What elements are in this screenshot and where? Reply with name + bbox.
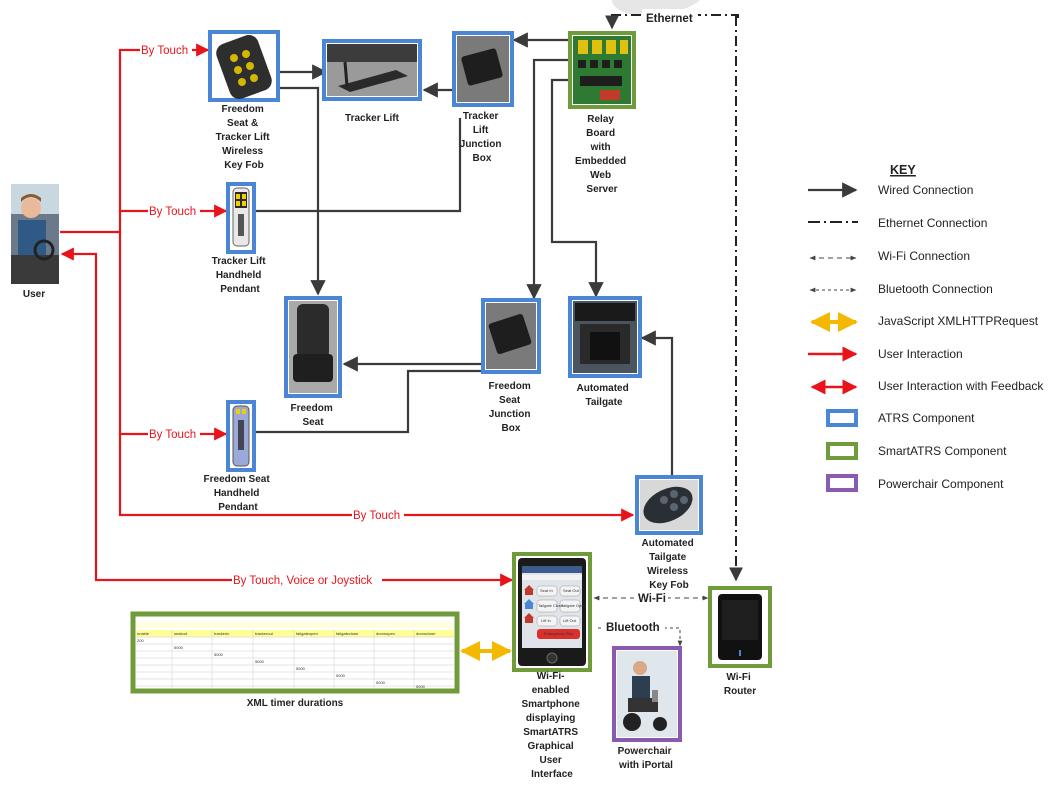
legend-user-interaction-label: User Interaction bbox=[878, 347, 963, 361]
legend-wifi-label: Wi-Fi Connection bbox=[878, 249, 970, 263]
tailgate-label: Automated Tailgate bbox=[576, 383, 631, 408]
legend-user-feedback-label: User Interaction with Feedback bbox=[878, 379, 1044, 393]
powerchair-label: Powerchair with iPortal bbox=[618, 746, 675, 771]
bluetooth-label: Bluetooth bbox=[606, 622, 660, 634]
xml-table-gridlines bbox=[136, 630, 454, 688]
xml-timer-component: enable seatout trackerin trackerout tail… bbox=[130, 611, 460, 694]
xml-col-tailgateclose: tailgateclose bbox=[336, 631, 359, 636]
decorative-blob bbox=[612, 0, 700, 16]
legend-powerchair-swatch bbox=[826, 474, 858, 492]
phone-btn-tailgate-open: Tailgate Open bbox=[561, 603, 586, 608]
tailgate-keyfob-label: Automated Tailgate Wireless Key Fob bbox=[641, 538, 696, 591]
xml-col-doorsopen: doorsopen bbox=[376, 631, 395, 636]
touch-label-2-bg bbox=[148, 204, 200, 218]
smartphone-component: Seat In Seat Out Tailgate Close Tailgate… bbox=[512, 552, 592, 672]
xml-table-header-row bbox=[136, 630, 454, 637]
touch-label-tracker-pendant: By Touch bbox=[149, 206, 196, 218]
freedom-keyfob-component bbox=[208, 30, 280, 102]
xml-timer-label: XML timer durations bbox=[247, 698, 344, 709]
xml-val-3: 5000 bbox=[255, 659, 265, 664]
relay-board-label: Relay Board with Embedded Web Server bbox=[575, 114, 629, 195]
tracker-junction-component bbox=[452, 31, 514, 107]
user-interactions bbox=[60, 43, 635, 587]
xml-val-2: 5000 bbox=[214, 652, 224, 657]
xml-val-1: 5000 bbox=[174, 645, 184, 650]
wifi-label: Wi-Fi bbox=[638, 593, 666, 605]
powerchair-component bbox=[612, 646, 682, 742]
user-label: User bbox=[23, 289, 45, 300]
ethernet-label-bg bbox=[642, 9, 698, 25]
relay-board-component bbox=[568, 31, 636, 109]
legend-atrs-label: ATRS Component bbox=[878, 411, 975, 425]
tracker-lift-component bbox=[322, 39, 422, 101]
xml-col-seatout: seatout bbox=[174, 631, 188, 636]
freedom-seat-label: Freedom Seat bbox=[290, 403, 335, 428]
touch-label-3-bg bbox=[148, 427, 200, 441]
touch-label-seat-pendant: By Touch bbox=[149, 429, 196, 441]
user-photo bbox=[11, 184, 59, 284]
tailgate-component bbox=[568, 296, 642, 378]
tracker-pendant-label: Tracker Lift Handheld Pendant bbox=[212, 256, 269, 295]
wifi-router-label: Wi-Fi Router bbox=[724, 672, 756, 697]
seat-pendant-component bbox=[226, 400, 256, 472]
touch-label-1-bg bbox=[140, 43, 192, 57]
xml-col-trackerout: trackerout bbox=[255, 631, 274, 636]
legend-wired-label: Wired Connection bbox=[878, 183, 973, 197]
tracker-lift-label: Tracker Lift bbox=[345, 113, 400, 124]
seat-pendant-label: Freedom Seat Handheld Pendant bbox=[204, 474, 273, 513]
touch-label-4-bg bbox=[352, 508, 404, 522]
freedom-keyfob-label: Freedom Seat & Tracker Lift Wireless Key… bbox=[216, 104, 273, 171]
ethernet-label: Ethernet bbox=[646, 13, 693, 25]
wifi-router-component bbox=[708, 586, 772, 668]
tracker-pendant-component bbox=[226, 182, 256, 254]
touch-label-keyfob: By Touch bbox=[141, 45, 188, 57]
xml-col-doorsclose: doorsclose bbox=[416, 631, 436, 636]
xml-val-5: 5000 bbox=[336, 673, 346, 678]
xml-col-enable: enable bbox=[137, 631, 150, 636]
phone-btn-seat-out: Seat Out bbox=[563, 588, 580, 593]
smartphone-label: Wi-Fi- enabled Smartphone displaying Sma… bbox=[521, 671, 582, 780]
phone-btn-lift-in: Lift In bbox=[541, 618, 551, 623]
ethernet-connection bbox=[605, 14, 743, 582]
xml-val-0: 200 bbox=[137, 638, 144, 643]
seat-junction-label: Freedom Seat Junction Box bbox=[488, 381, 533, 434]
tailgate-keyfob-component bbox=[635, 475, 703, 535]
xml-val-7: 5000 bbox=[416, 684, 426, 689]
seat-junction-component bbox=[481, 298, 541, 374]
bluetooth-label-bg bbox=[603, 620, 665, 634]
phone-btn-tailgate-close: Tailgate Close bbox=[538, 603, 564, 608]
wifi-label-bg bbox=[634, 591, 668, 605]
legend-xmlhttp-label: JavaScript XMLHTTPRequest bbox=[878, 314, 1039, 328]
phone-home-icons bbox=[524, 585, 534, 623]
phone-btn-seat-in: Seat In bbox=[540, 588, 553, 593]
touch-voice-joystick-label: By Touch, Voice or Joystick bbox=[233, 575, 372, 587]
legend: KEY Wired Connection Ethernet Connection… bbox=[808, 163, 1044, 492]
legend-ethernet-label: Ethernet Connection bbox=[878, 216, 987, 230]
legend-powerchair-label: Powerchair Component bbox=[878, 477, 1004, 491]
legend-title: KEY bbox=[890, 163, 916, 177]
phone-btn-lift-out: Lift Out bbox=[563, 618, 577, 623]
xml-col-tailgateopen: tailgateopen bbox=[296, 631, 318, 636]
phone-btn-emergency: Emergency Stop bbox=[544, 631, 574, 636]
tracker-junction-label: Tracker Lift Junction Box bbox=[460, 111, 504, 164]
xml-col-trackerin: trackerin bbox=[214, 631, 229, 636]
touch-label-tailgate-fob: By Touch bbox=[353, 510, 400, 522]
xml-val-6: 5000 bbox=[376, 680, 386, 685]
legend-bluetooth-label: Bluetooth Connection bbox=[878, 282, 993, 296]
legend-atrs-swatch bbox=[826, 409, 858, 427]
legend-smartatrs-label: SmartATRS Component bbox=[878, 444, 1007, 458]
xml-val-4: 5000 bbox=[296, 666, 306, 671]
touch-voice-label-bg bbox=[232, 573, 382, 587]
freedom-seat-component bbox=[284, 296, 342, 398]
legend-smartatrs-swatch bbox=[826, 442, 858, 460]
